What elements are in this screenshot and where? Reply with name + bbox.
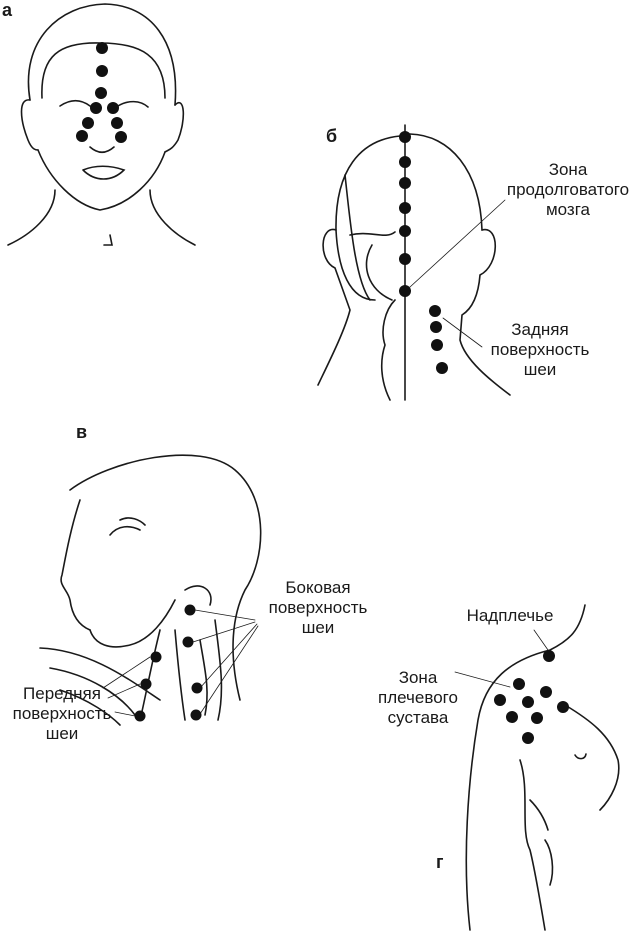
front-face-drawing bbox=[7, 3, 196, 246]
label-line: поверхность bbox=[268, 598, 368, 617]
point bbox=[134, 710, 146, 722]
shoulder-drawing bbox=[465, 604, 620, 931]
front-neck-label: Передняя поверхность шеи bbox=[0, 684, 124, 744]
point bbox=[107, 102, 119, 114]
point bbox=[430, 321, 442, 333]
point bbox=[399, 177, 411, 189]
label-line: сустава bbox=[387, 708, 449, 727]
label-line: Зона bbox=[548, 160, 588, 179]
point bbox=[543, 650, 555, 662]
shoulder-leader-lines bbox=[454, 629, 549, 688]
label-line: шеи bbox=[301, 618, 335, 637]
label-line: поверхность bbox=[490, 340, 590, 359]
point bbox=[522, 732, 534, 744]
point bbox=[399, 202, 411, 214]
point bbox=[531, 712, 543, 724]
point bbox=[399, 131, 411, 143]
label-line: мозга bbox=[545, 200, 591, 219]
point bbox=[95, 87, 107, 99]
label-line: шеи bbox=[45, 724, 79, 743]
back-neck-label: Задняя поверхность шеи bbox=[480, 320, 600, 380]
point bbox=[150, 651, 162, 663]
back-head-points bbox=[399, 131, 448, 374]
point bbox=[76, 130, 88, 142]
point bbox=[190, 709, 202, 721]
point bbox=[399, 225, 411, 237]
panel-g-letter: г bbox=[436, 852, 444, 872]
shoulder-joint-label: Зона плечевого сустава bbox=[368, 668, 468, 728]
lateral-neck-label: Боковая поверхность шеи bbox=[258, 578, 378, 638]
back-head-leader-lines bbox=[409, 199, 506, 348]
point bbox=[184, 604, 196, 616]
point bbox=[522, 696, 534, 708]
point bbox=[399, 253, 411, 265]
panel-b-letter: б bbox=[326, 126, 338, 146]
side-head-drawing bbox=[39, 454, 262, 726]
back-head-drawing bbox=[317, 124, 511, 401]
label-line: шеи bbox=[523, 360, 557, 379]
point bbox=[513, 678, 525, 690]
shoulder-top-label: Надплечье bbox=[466, 606, 554, 625]
point bbox=[557, 701, 569, 713]
panel-v-letter: в bbox=[76, 422, 88, 442]
point bbox=[436, 362, 448, 374]
point bbox=[96, 42, 108, 54]
point bbox=[82, 117, 94, 129]
point bbox=[96, 65, 108, 77]
label-line: плечевого bbox=[378, 688, 458, 707]
point bbox=[182, 636, 194, 648]
shoulder-points bbox=[494, 650, 569, 744]
panel-a-letter: а bbox=[2, 0, 13, 20]
label-line: Боковая bbox=[285, 578, 351, 597]
medulla-zone-label: Зона продолговатого мозга bbox=[498, 160, 636, 220]
point bbox=[115, 131, 127, 143]
label-line: поверхность bbox=[12, 704, 112, 723]
point bbox=[399, 156, 411, 168]
point bbox=[506, 711, 518, 723]
point bbox=[429, 305, 441, 317]
point bbox=[111, 117, 123, 129]
point bbox=[191, 682, 203, 694]
side-head-points bbox=[134, 604, 203, 722]
point bbox=[90, 102, 102, 114]
label-line: Задняя bbox=[511, 320, 569, 339]
label-line: Зона bbox=[398, 668, 438, 687]
label-line: продолговатого bbox=[506, 180, 630, 199]
point bbox=[399, 285, 411, 297]
side-head-leader-lines bbox=[102, 609, 259, 717]
point bbox=[494, 694, 506, 706]
point bbox=[431, 339, 443, 351]
point bbox=[140, 678, 152, 690]
label-line: Передняя bbox=[23, 684, 101, 703]
front-face-points bbox=[76, 42, 127, 143]
point bbox=[540, 686, 552, 698]
